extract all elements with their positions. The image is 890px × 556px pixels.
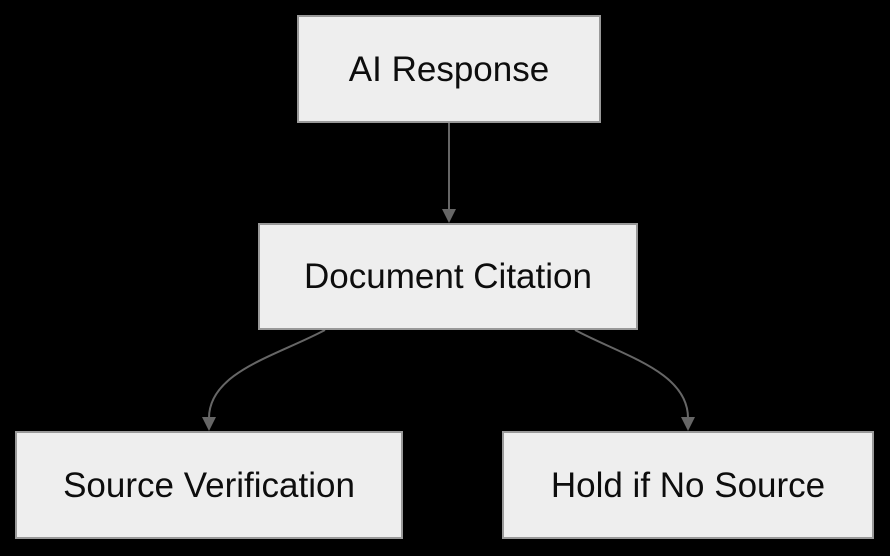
edge-ai-response-to-document-citation [442, 123, 456, 223]
node-hold-if-no-source: Hold if No Source [502, 431, 874, 539]
node-label: Source Verification [63, 465, 355, 505]
arrowhead-icon [681, 417, 695, 431]
arrowhead-icon [442, 209, 456, 223]
node-ai-response: AI Response [297, 15, 601, 123]
node-label: Document Citation [304, 257, 592, 296]
edge-document-citation-to-source-verification [202, 329, 326, 431]
edge-line [208, 329, 326, 419]
edge-line [574, 329, 689, 419]
node-document-citation: Document Citation [258, 223, 638, 330]
node-label: Hold if No Source [550, 465, 826, 505]
node-label: AI Response [348, 49, 550, 89]
arrowhead-icon [202, 417, 216, 431]
node-source-verification: Source Verification [15, 431, 403, 539]
edge-document-citation-to-hold-if-no-source [574, 329, 695, 431]
